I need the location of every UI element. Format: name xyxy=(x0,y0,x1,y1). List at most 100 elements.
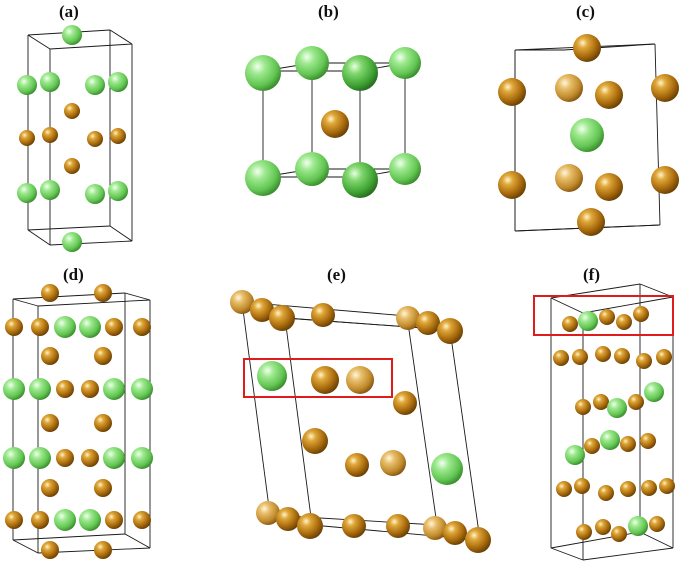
gold-atom xyxy=(598,485,614,501)
gold-atom xyxy=(380,450,406,476)
cell-edge xyxy=(550,297,584,314)
gold-atom xyxy=(423,516,447,540)
green-atom xyxy=(17,75,37,95)
cell-edge xyxy=(449,329,481,541)
gold-atom xyxy=(311,303,335,327)
green-atom xyxy=(607,398,627,418)
gold-atom xyxy=(81,449,99,467)
gold-atom xyxy=(302,428,328,454)
green-atom xyxy=(431,453,463,485)
gold-atom xyxy=(577,208,605,236)
green-atom xyxy=(79,316,101,338)
green-atom xyxy=(103,447,125,469)
gold-atom xyxy=(649,516,665,532)
cell-edge xyxy=(241,301,271,516)
gold-atom xyxy=(595,173,623,201)
gold-atom xyxy=(342,514,366,538)
green-atom xyxy=(54,509,76,531)
gold-atom xyxy=(41,479,59,497)
gold-atom xyxy=(31,511,49,529)
gold-atom xyxy=(593,394,609,410)
gold-atom xyxy=(87,131,103,147)
panel-label-e: (e) xyxy=(327,265,346,284)
green-atom xyxy=(342,162,378,198)
green-atom xyxy=(257,361,287,391)
gold-atom xyxy=(553,350,569,366)
green-atom xyxy=(389,153,421,185)
gold-atom xyxy=(81,380,99,398)
gold-atom xyxy=(276,507,300,531)
gold-atom xyxy=(5,318,23,336)
cell-edge xyxy=(406,315,438,526)
gold-atom xyxy=(633,306,649,322)
gold-atom xyxy=(19,130,35,146)
cell-edge xyxy=(27,225,111,231)
green-atom xyxy=(600,430,620,450)
gold-atom xyxy=(595,81,623,109)
gold-atom xyxy=(659,478,675,494)
gold-atom xyxy=(616,314,632,330)
cell-edge xyxy=(654,43,661,226)
gold-atom xyxy=(595,346,611,362)
gold-atom xyxy=(42,127,58,143)
gold-atom xyxy=(269,305,295,331)
gold-atom xyxy=(437,318,463,344)
gold-atom xyxy=(133,511,151,529)
gold-atom xyxy=(41,284,59,302)
gold-atom xyxy=(640,433,656,449)
cell-edge xyxy=(27,34,51,50)
cell-edge xyxy=(12,533,126,541)
gold-atom xyxy=(64,103,80,119)
gold-atom xyxy=(620,481,636,497)
cell-edge xyxy=(12,298,39,307)
cell-edge xyxy=(582,547,674,561)
gold-atom xyxy=(556,481,572,497)
green-atom xyxy=(85,184,105,204)
green-atom xyxy=(54,316,76,338)
gold-atom xyxy=(555,74,583,102)
gold-atom xyxy=(64,158,80,174)
cell-edge xyxy=(109,29,133,45)
green-atom xyxy=(62,232,82,252)
gold-atom xyxy=(105,318,123,336)
green-atom xyxy=(17,183,37,203)
gold-atom xyxy=(498,171,526,199)
panel-label-c: (c) xyxy=(576,2,595,21)
gold-atom xyxy=(256,501,280,525)
cell-edge xyxy=(12,539,39,554)
gold-atom xyxy=(41,347,59,365)
gold-atom xyxy=(5,511,23,529)
cell-edge xyxy=(124,292,151,301)
gold-atom xyxy=(345,453,369,477)
gold-atom xyxy=(465,527,491,553)
gold-atom xyxy=(636,353,652,369)
gold-atom xyxy=(614,348,630,364)
gold-atom xyxy=(572,349,588,365)
gold-atom xyxy=(94,284,112,302)
gold-atom xyxy=(56,380,74,398)
cell-edge xyxy=(124,533,151,549)
gold-atom xyxy=(575,399,591,415)
gold-atom xyxy=(555,164,583,192)
green-atom xyxy=(85,75,105,95)
panel-label-d: (d) xyxy=(63,265,84,284)
panel-label-b: (b) xyxy=(318,2,339,21)
gold-atom xyxy=(393,391,417,415)
green-atom xyxy=(570,118,604,152)
gold-atom xyxy=(573,34,601,62)
gold-atom xyxy=(56,449,74,467)
green-atom xyxy=(295,46,329,80)
gold-atom xyxy=(620,436,636,452)
gold-atom xyxy=(110,128,126,144)
gold-atom xyxy=(651,74,679,102)
gold-atom xyxy=(641,480,657,496)
gold-atom xyxy=(562,316,578,332)
gold-atom xyxy=(651,166,679,194)
green-atom xyxy=(103,378,125,400)
green-atom xyxy=(578,311,598,331)
gold-atom xyxy=(133,318,151,336)
cell-edge xyxy=(109,225,133,242)
gold-atom xyxy=(611,526,627,542)
highlight-box-e xyxy=(243,358,393,398)
gold-atom xyxy=(31,318,49,336)
